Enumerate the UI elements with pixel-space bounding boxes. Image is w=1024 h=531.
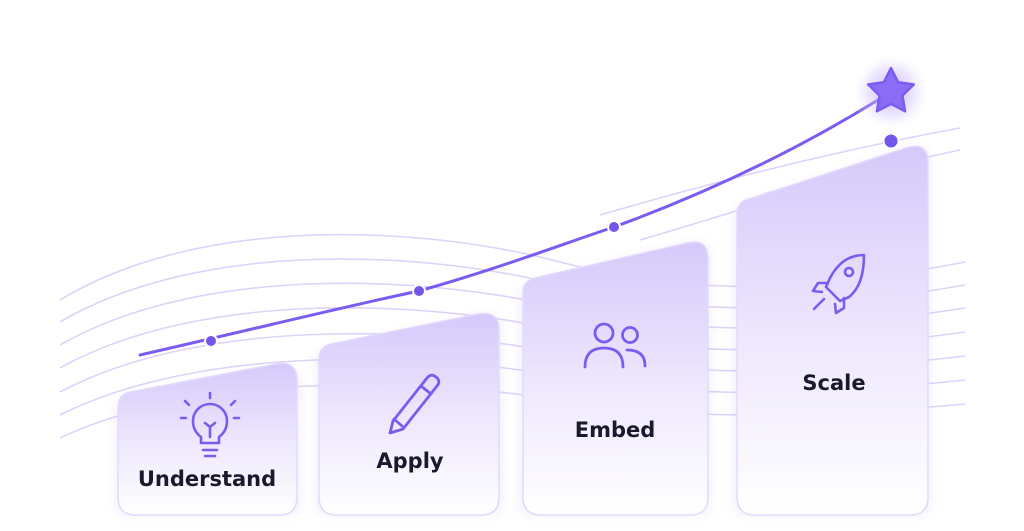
users-icon (583, 322, 647, 369)
star-icon (866, 66, 916, 113)
growth-curve (138, 98, 880, 357)
step-label-embed: Embed (575, 418, 656, 442)
step-card-understand (117, 362, 298, 516)
step-card-scale (736, 145, 929, 516)
step-card-embed (522, 241, 709, 516)
pencil-icon (388, 373, 441, 435)
milestone-dot (204, 334, 218, 348)
milestone-dot (882, 132, 900, 150)
milestone-dots (204, 132, 900, 348)
step-label-scale: Scale (802, 371, 865, 395)
milestone-dot (412, 284, 426, 298)
step-label-understand: Understand (138, 467, 276, 491)
step-label-apply: Apply (376, 449, 444, 473)
step-card-apply (318, 312, 500, 516)
milestone-dot (607, 220, 621, 234)
lightbulb-icon (179, 391, 241, 458)
wave-line (599, 127, 961, 216)
rocket-icon (811, 253, 866, 315)
step-cards (117, 145, 929, 516)
